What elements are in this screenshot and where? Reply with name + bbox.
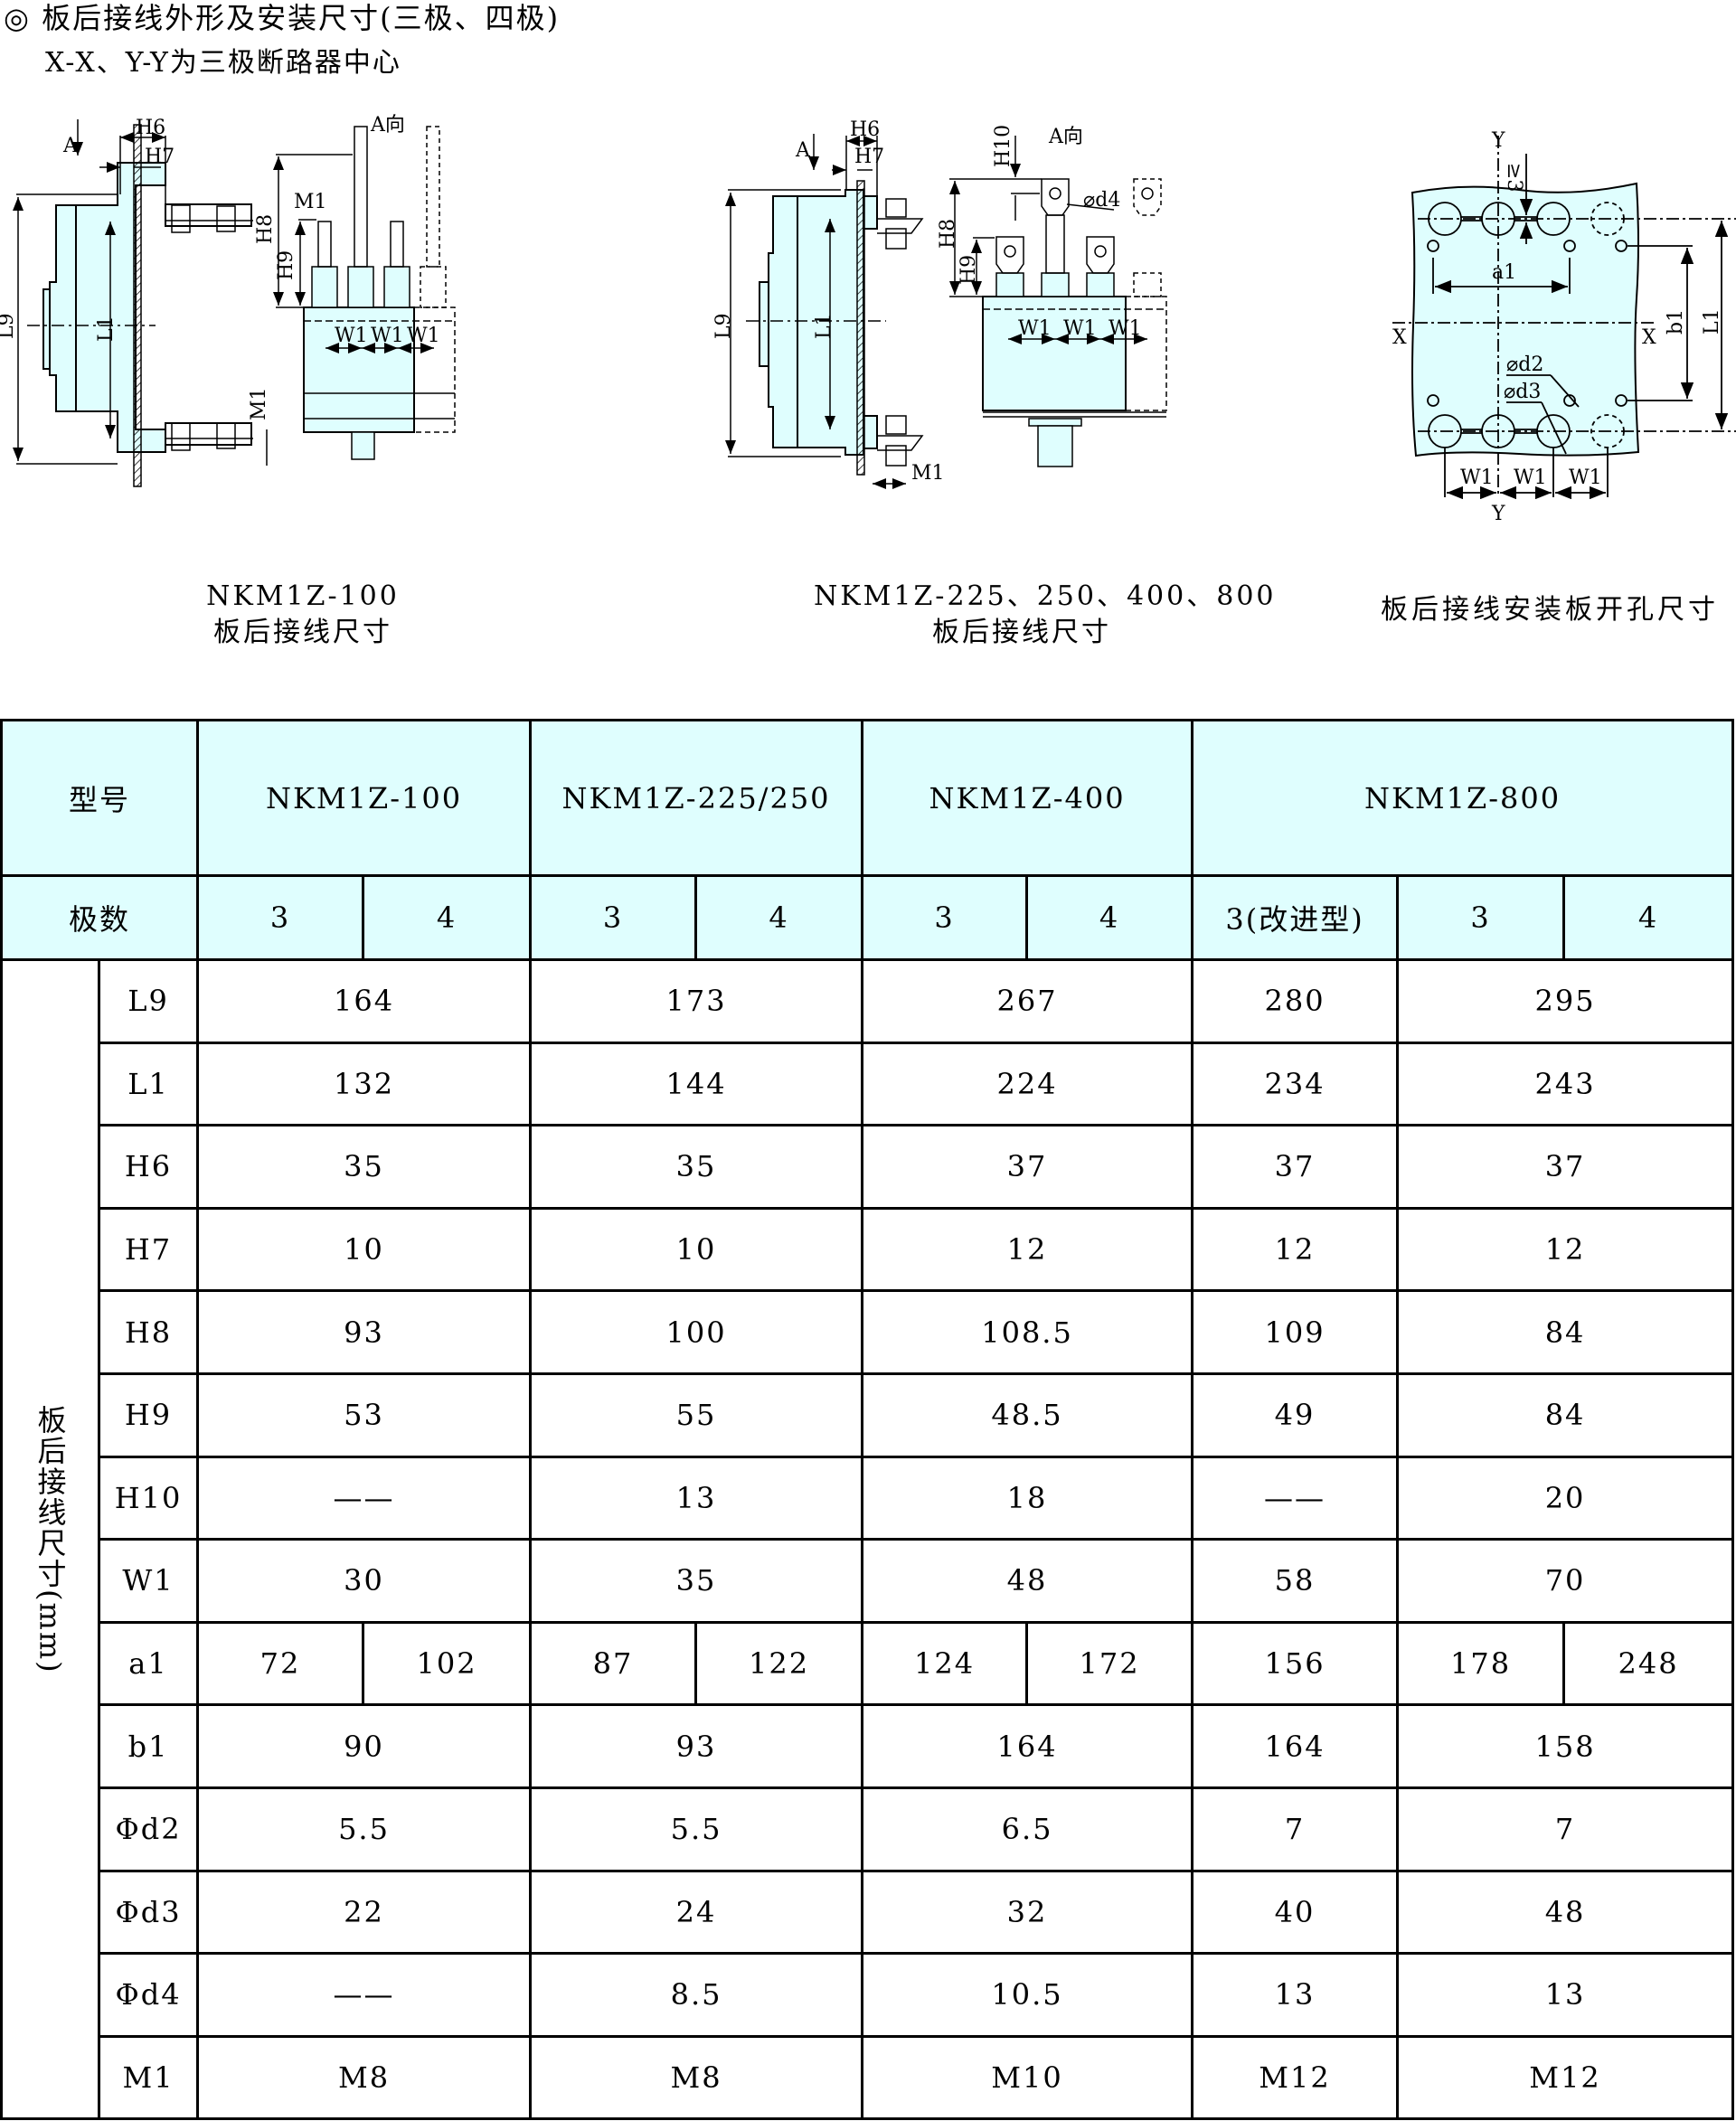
label-l9: L9 <box>0 313 18 339</box>
label-d4: ⌀d4 <box>1083 189 1120 212</box>
poles-cell: 3 <box>196 874 365 961</box>
label-a: A <box>795 139 811 162</box>
param-label: H7 <box>97 1206 200 1293</box>
label-w1: W1 <box>1514 467 1547 489</box>
param-label: b1 <box>97 1703 200 1789</box>
table-row: H10 —— 13 18 —— 20 <box>2 1455 1735 1541</box>
param-label: H6 <box>97 1124 200 1210</box>
table-row: W1 30 35 48 58 70 <box>2 1538 1735 1624</box>
poles-cell: 4 <box>1025 874 1194 961</box>
label-l1: L1 <box>95 316 118 342</box>
table-row: 板后接线尺寸(mm) L9 164 173 267 280 295 <box>0 957 1735 2121</box>
label-a: A <box>62 135 79 157</box>
drawing-nkm1z-100: A H6 H7 L9 L1 M1 A向 M1 H8 H9 W1 W1 W1 <box>0 114 456 487</box>
param-label: L9 <box>97 958 200 1044</box>
model-cell: NKM1Z-100 <box>196 719 533 877</box>
label-a-view: A向 <box>370 114 405 137</box>
poles-row: 极数 3 4 3 4 3 4 3(改进型) 3 4 <box>0 874 1735 961</box>
label-l9: L9 <box>712 313 735 339</box>
caption-nkm1z-100: NKM1Z-100 板后接线尺寸 <box>206 580 400 648</box>
label-a1: a1 <box>1492 261 1516 284</box>
model-cell: NKM1Z-400 <box>861 719 1194 877</box>
table-row: Φd3 22 24 32 40 48 <box>2 1869 1735 1956</box>
label-d2: ⌀d2 <box>1506 354 1543 376</box>
label-h7: H7 <box>854 146 884 168</box>
caption-nkm1z-225-800: NKM1Z-225、250、400、800 板后接线尺寸 <box>814 580 1277 648</box>
label-h9: H9 <box>275 250 297 280</box>
page-title: ◎ 板后接线外形及安装尺寸(三极、四极) <box>4 1 561 35</box>
poles-header: 极数 <box>0 874 200 961</box>
table-row: H9 53 55 48.5 49 84 <box>2 1372 1735 1458</box>
model-header: 型号 <box>0 719 200 877</box>
label-y-bottom: Y <box>1491 503 1505 525</box>
label-m1: M1 <box>911 462 945 485</box>
param-label: Φd4 <box>97 1952 200 2038</box>
label-w1: W1 <box>1569 467 1602 489</box>
table-row: a1 72 102 87 122 124 172 156 178 248 <box>2 1620 1735 1707</box>
param-label: M1 <box>97 2034 200 2121</box>
label-x-right: X <box>1642 326 1656 349</box>
drawing-panel-cutout: Y ≥3 a1 X X b1 L1 ⌀d2 ⌀d3 W1 W1 W1 Y <box>1392 129 1736 525</box>
poles-cell: 3 <box>861 874 1029 961</box>
table-row: b1 90 93 164 164 158 <box>2 1703 1735 1789</box>
label-w1: W1 <box>1018 317 1052 340</box>
param-label: H9 <box>97 1372 200 1458</box>
param-label: Φd2 <box>97 1786 200 1872</box>
label-h9: H9 <box>958 255 980 285</box>
table-row: Φd4 —— 8.5 10.5 13 13 <box>2 1952 1735 2038</box>
label-w1: W1 <box>1460 467 1494 489</box>
table-row: L1 132 144 224 234 243 <box>2 1041 1735 1127</box>
group-label: 板后接线尺寸(mm) <box>0 957 100 2121</box>
param-label: a1 <box>97 1620 200 1707</box>
table-row: H6 35 35 37 37 37 <box>2 1124 1735 1210</box>
label-gap: ≥3 <box>1503 163 1525 192</box>
label-h6: H6 <box>136 117 165 139</box>
param-label: W1 <box>97 1538 200 1624</box>
param-label: L1 <box>97 1041 200 1127</box>
label-y-top: Y <box>1491 129 1505 152</box>
label-l1: L1 <box>1701 308 1723 335</box>
table-row: H7 10 10 12 12 12 <box>2 1206 1735 1293</box>
label-x-left: X <box>1392 326 1407 349</box>
table-row: Φd2 5.5 5.5 6.5 7 7 <box>2 1786 1735 1872</box>
label-w1: W1 <box>371 325 404 347</box>
label-h6: H6 <box>850 118 880 141</box>
label-l1: L1 <box>813 313 835 339</box>
label-m1: M1 <box>248 387 270 420</box>
poles-cell: 4 <box>362 874 533 961</box>
label-h10: H10 <box>992 125 1014 167</box>
label-h7: H7 <box>145 146 175 168</box>
spec-table: 型号 NKM1Z-100 NKM1Z-225/250 NKM1Z-400 NKM… <box>0 719 1735 2121</box>
poles-cell: 4 <box>694 874 864 961</box>
param-label: H8 <box>97 1289 200 1375</box>
poles-cell: 3(改进型) <box>1191 874 1400 961</box>
label-a-view: A向 <box>1048 126 1083 148</box>
table-row: M1 M8 M8 M10 M12 M12 <box>2 2034 1735 2121</box>
label-h8: H8 <box>254 214 277 244</box>
param-label: Φd3 <box>97 1869 200 1956</box>
page-subtitle: X-X、Y-Y为三极断路器中心 <box>45 47 401 79</box>
poles-cell: 3 <box>529 874 698 961</box>
poles-cell: 4 <box>1562 874 1735 961</box>
poles-cell: 3 <box>1396 874 1566 961</box>
label-w1: W1 <box>335 325 368 347</box>
param-label: H10 <box>97 1455 200 1541</box>
label-w1: W1 <box>407 325 440 347</box>
label-m1-top: M1 <box>294 191 327 213</box>
label-w1: W1 <box>1063 317 1097 340</box>
label-w1: W1 <box>1109 317 1142 340</box>
label-h8: H8 <box>937 219 959 249</box>
caption-panel-cutout: 板后接线安装板开孔尺寸 <box>1381 594 1719 626</box>
model-cell: NKM1Z-225/250 <box>529 719 864 877</box>
label-b1: b1 <box>1665 309 1687 335</box>
model-cell: NKM1Z-800 <box>1191 719 1735 877</box>
model-row: 型号 NKM1Z-100 NKM1Z-225/250 NKM1Z-400 NKM… <box>0 719 1735 877</box>
table-row: H8 93 100 108.5 109 84 <box>2 1289 1735 1375</box>
drawing-nkm1z-225-800: A H6 H7 L9 L1 M1 A向 H10 ⌀d4 H8 H9 W1 W1 … <box>712 118 1167 489</box>
label-d3: ⌀d3 <box>1504 381 1541 403</box>
